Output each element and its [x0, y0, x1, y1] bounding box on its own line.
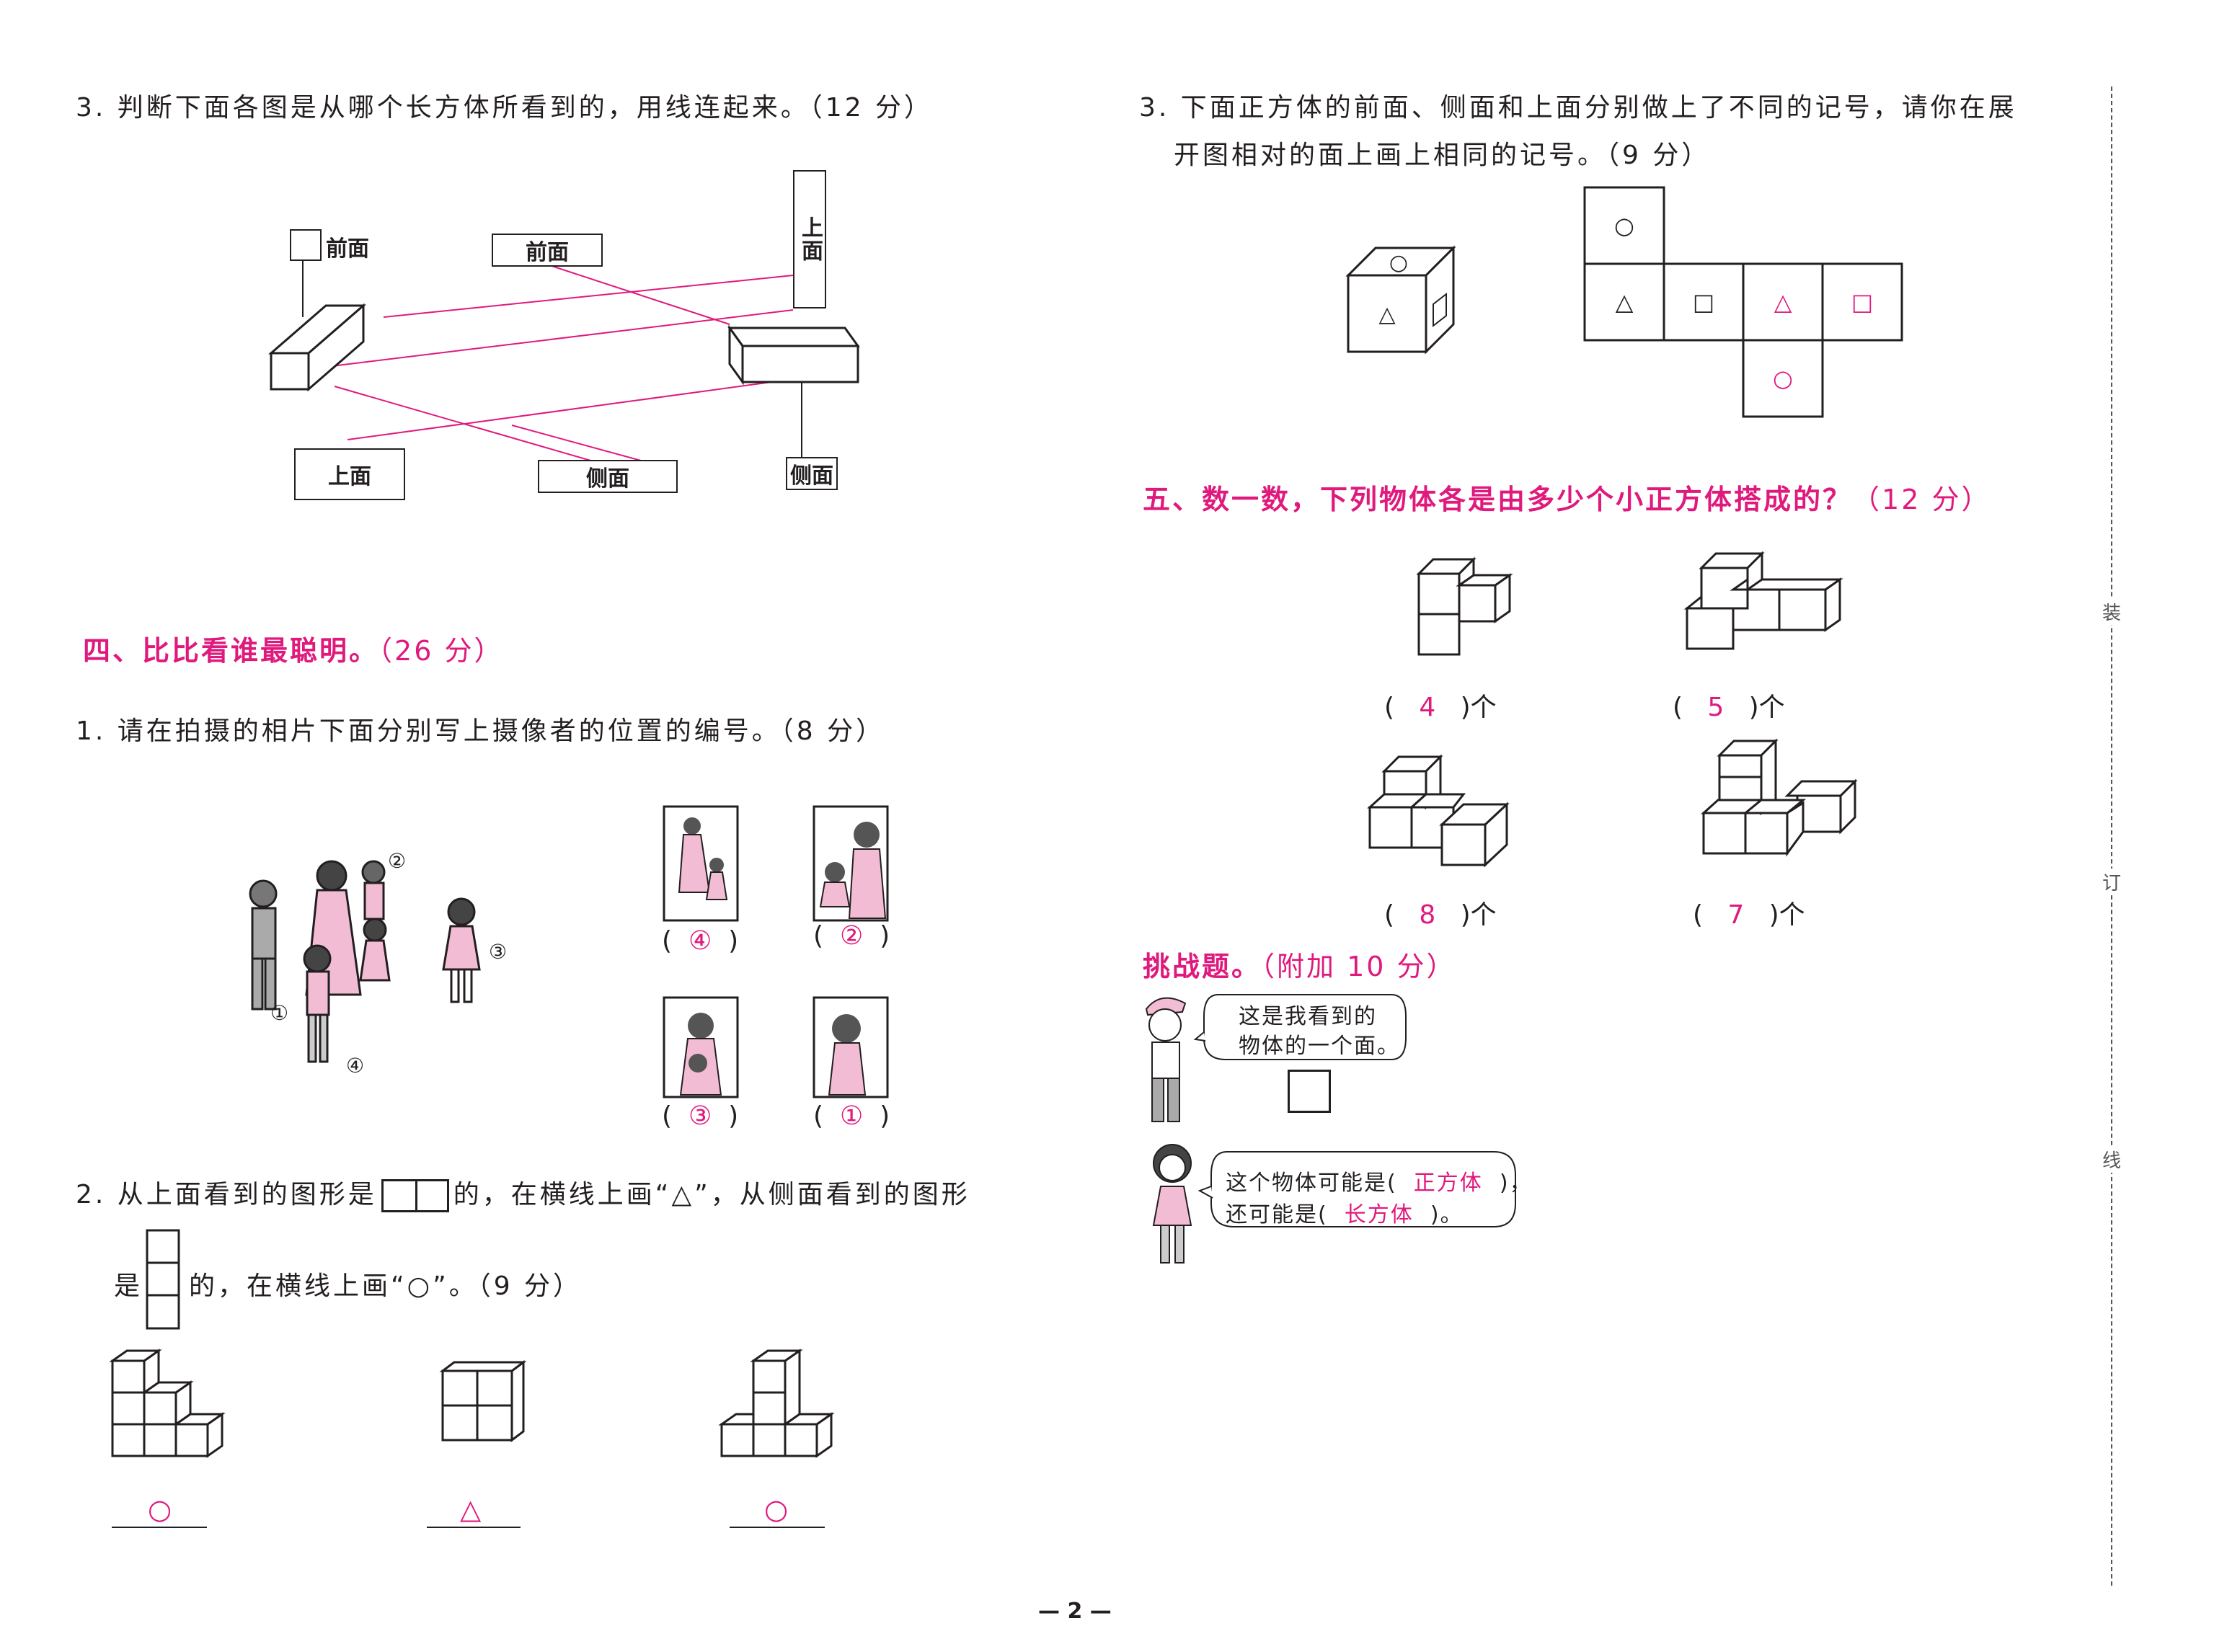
margin-char-3: 线 [2102, 1146, 2122, 1173]
margin-char-2: 订 [2102, 869, 2122, 895]
top-view-two-squares [381, 1179, 449, 1212]
side-view-three-squares [146, 1229, 180, 1330]
photo-1-answer: ( ④ ) [662, 926, 739, 956]
q3-left-diagram [267, 261, 860, 471]
count-answer-1: ( 4 )个 [1384, 693, 1497, 722]
q3-right-title-b: 开图相对的面上画上相同的记号。（9 分） [1174, 141, 1711, 170]
section5-title: 五、数一数，下列物体各是由多少个小正方体搭成的？（12 分） [1143, 484, 1991, 515]
svg-text:①: ① [270, 1001, 288, 1025]
net-answer-3: ○ [1773, 365, 1793, 392]
count-answer-3: ( 8 )个 [1384, 900, 1497, 930]
net-mark-front: △ [1616, 288, 1634, 316]
girl-line-1: 这个物体可能是( 正方体 )， [1226, 1171, 1533, 1196]
q3-left-title: 3. 判断下面各图是从哪个长方体所看到的，用线连起来。（12 分） [76, 93, 934, 123]
boy-line-2: 物体的一个面。 [1239, 1034, 1400, 1059]
net-mark-top: ○ [1614, 212, 1634, 239]
seen-face-square [1288, 1070, 1331, 1113]
girl-illustration [1152, 1144, 1192, 1264]
q2-answer-1: ○ [148, 1493, 172, 1525]
count-figure-4 [1701, 738, 1858, 857]
count-figure-1 [1416, 556, 1513, 656]
q2-title-line1: 2. 从上面看到的图形是的，在横线上画“△”，从侧面看到的图形 [76, 1173, 970, 1212]
q2-figure-2 [439, 1360, 527, 1442]
challenge-title: 挑战题。（附加 10 分） [1143, 951, 1456, 982]
net-answer-2: □ [1851, 288, 1873, 316]
label-side-long: 侧面 [538, 460, 678, 493]
cube-net: ○ △ □ △ □ ○ [1583, 186, 1903, 418]
q2-answer-3: ○ [764, 1493, 789, 1525]
page-number: — 2 — [1038, 1599, 1112, 1624]
boy-speech-bubble [1193, 994, 1407, 1060]
girl-line-2: 还可能是( 长方体 )。 [1226, 1202, 1464, 1227]
answer-line-1 [112, 1527, 207, 1528]
photo-4-answer: ( ① ) [813, 1101, 890, 1131]
photo-4 [813, 996, 889, 1098]
count-answer-2: ( 5 )个 [1673, 693, 1785, 722]
label-top-box: 上面 [294, 448, 405, 500]
q2-answer-2: △ [460, 1493, 482, 1525]
photo-2-answer: ( ② ) [813, 921, 890, 951]
boy-line-1: 这是我看到的 [1239, 1004, 1377, 1029]
net-mark-side: □ [1693, 288, 1714, 316]
svg-text:②: ② [388, 849, 406, 873]
label-front-long: 前面 [492, 234, 603, 267]
photo-2 [813, 805, 889, 922]
svg-text:③: ③ [489, 940, 507, 964]
marked-cube: ○ △ [1345, 245, 1456, 355]
count-answer-4: ( 7 )个 [1693, 900, 1805, 930]
q2-figure-1 [109, 1349, 226, 1458]
svg-text:④: ④ [346, 1054, 364, 1078]
q2-title-c: 是 [114, 1271, 143, 1301]
answer-line-2 [427, 1527, 521, 1528]
section4-title: 四、比比看谁最聪明。（26 分） [83, 635, 504, 667]
answer-line-3 [730, 1527, 825, 1528]
photo-3 [663, 996, 739, 1098]
cube-front-mark: △ [1378, 302, 1395, 327]
cube-top-mark: ○ [1389, 250, 1408, 275]
count-figure-2 [1683, 551, 1843, 650]
margin-char-1: 装 [2102, 598, 2122, 625]
label-top-tall: 上面 [793, 170, 826, 308]
label-front-small: 前面 [326, 236, 369, 262]
count-figure-3 [1367, 754, 1510, 868]
photo-3-answer: ( ③ ) [662, 1101, 739, 1131]
net-answer-1: △ [1774, 288, 1792, 316]
photographer-scene-illustration: ② ③ ① ④ [249, 849, 507, 1078]
boy-illustration [1145, 997, 1187, 1122]
girl-speech-bubble [1197, 1151, 1516, 1227]
q1-title: 1. 请在拍摄的相片下面分别写上摄像者的位置的编号。（8 分） [76, 716, 885, 746]
label-side-small: 侧面 [786, 457, 838, 490]
long-bar-solid [267, 303, 367, 392]
photo-1 [663, 805, 739, 922]
binding-line [2111, 86, 2112, 1586]
front-view-square [290, 229, 322, 261]
q3-right-title-a: 3. 下面正方体的前面、侧面和上面分别做上了不同的记号，请你在展 [1139, 93, 2017, 123]
flat-box-solid [727, 324, 860, 386]
q2-title-line2: 的，在横线上画“○”。（9 分） [189, 1271, 583, 1301]
q2-figure-3 [718, 1349, 835, 1458]
